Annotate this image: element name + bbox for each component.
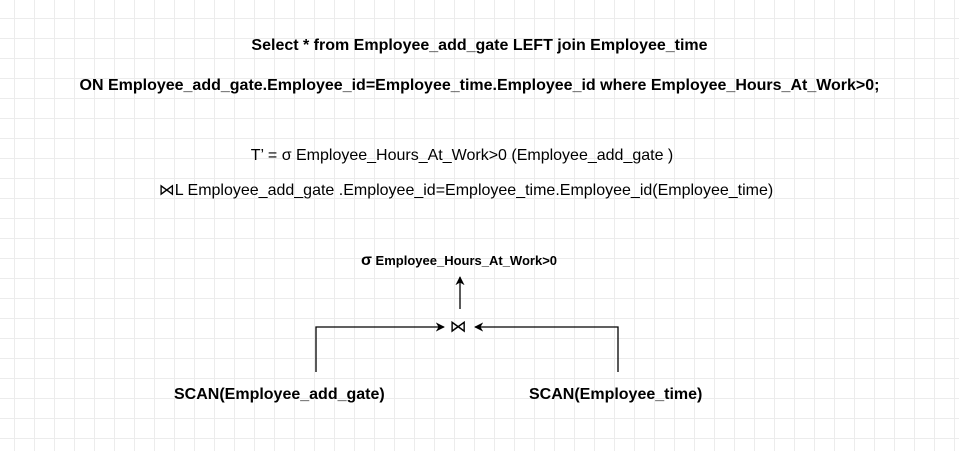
- join-node: ⋈: [449, 317, 467, 336]
- sigma-symbol: σ: [360, 252, 372, 269]
- selection-condition: Employee_Hours_At_Work>0: [375, 253, 558, 268]
- relational-algebra-line-2: ⋈L Employee_add_gate .Employee_id=Employ…: [158, 182, 774, 199]
- scan-employee-time-node: SCAN(Employee_time): [529, 386, 703, 403]
- edge-right-scan-to-join: [474, 322, 619, 372]
- selection-node: σ Employee_Hours_At_Work>0: [0, 251, 918, 271]
- sql-query-line-2: ON Employee_add_gate.Employee_id=Employe…: [79, 77, 880, 94]
- relational-algebra-line-1: T’ = σ Employee_Hours_At_Work>0 (Employe…: [250, 147, 674, 164]
- edge-left-scan-to-join: [315, 322, 445, 372]
- scan-employee-add-gate-node: SCAN(Employee_add_gate): [174, 386, 385, 403]
- sql-query-line-1: Select * from Employee_add_gate LEFT joi…: [251, 37, 708, 54]
